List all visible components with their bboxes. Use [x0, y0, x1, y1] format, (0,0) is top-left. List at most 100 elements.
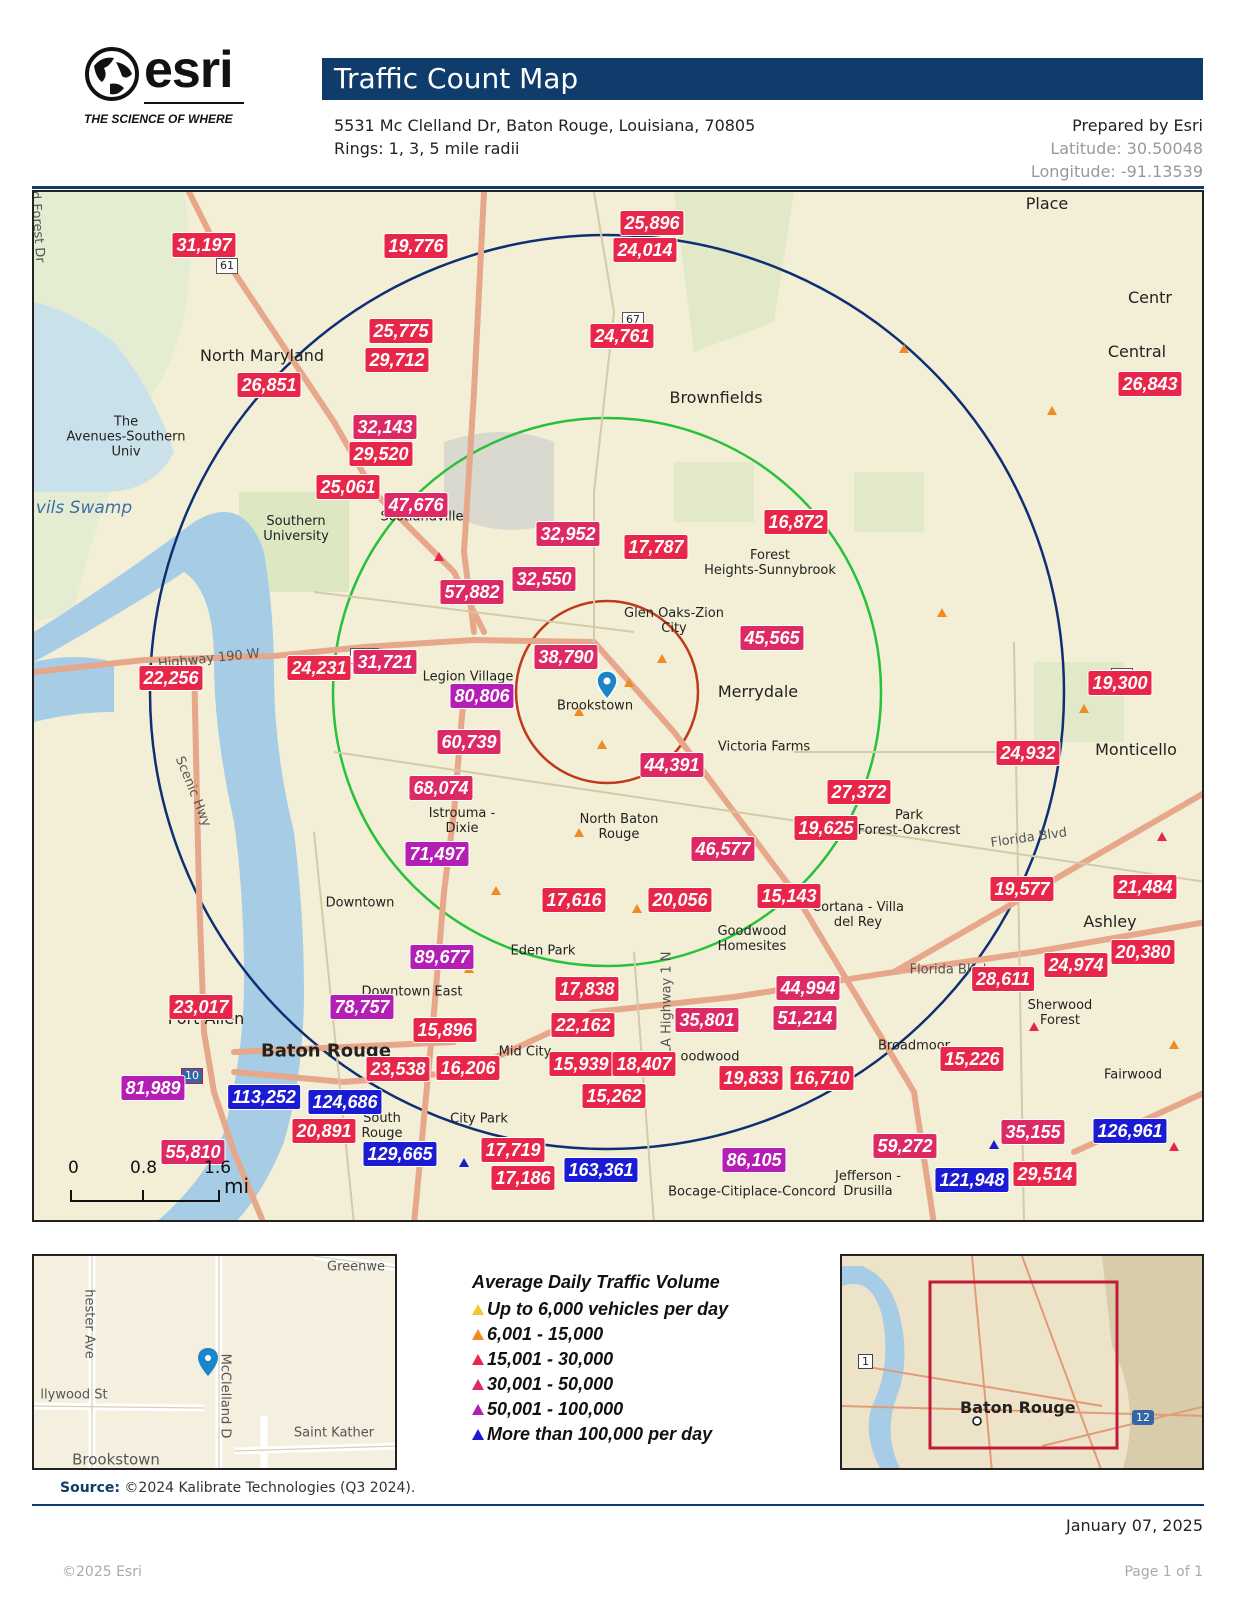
traffic-count-label[interactable]: 20,056 [648, 888, 712, 912]
traffic-count-label[interactable]: 15,896 [413, 1018, 477, 1042]
place-broadmoor: Broadmoor [877, 1038, 951, 1054]
traffic-count-label[interactable]: 19,833 [719, 1066, 783, 1090]
traffic-count-label[interactable]: 25,061 [316, 475, 380, 499]
scale-end: 1.6 [204, 1158, 232, 1178]
legend-item: 6,001 - 15,000 [472, 1322, 728, 1347]
traffic-count-label[interactable]: 24,974 [1044, 953, 1108, 977]
traffic-count-label[interactable]: 89,677 [410, 945, 474, 969]
traffic-count-label[interactable]: 22,256 [139, 666, 203, 690]
traffic-count-label[interactable]: 24,761 [590, 324, 654, 348]
traffic-count-label[interactable]: 60,739 [437, 730, 501, 754]
traffic-count-label[interactable]: 38,790 [534, 645, 598, 669]
traffic-count-label[interactable]: 35,801 [675, 1008, 739, 1032]
street-mcclelland: McClelland D [217, 1353, 233, 1439]
shield-61: 61 [216, 258, 238, 274]
traffic-count-label[interactable]: 29,514 [1013, 1162, 1077, 1186]
traffic-count-label[interactable]: 35,155 [1001, 1120, 1065, 1144]
place-brownfields: Brownfields [669, 387, 763, 407]
traffic-count-label[interactable]: 57,882 [440, 580, 504, 604]
traffic-count-label[interactable]: 15,262 [582, 1084, 646, 1108]
traffic-count-label[interactable]: 17,186 [491, 1166, 555, 1190]
traffic-count-label[interactable]: 45,565 [740, 626, 804, 650]
traffic-count-label[interactable]: 16,872 [764, 510, 828, 534]
map-base [34, 192, 1202, 1220]
traffic-count-label[interactable]: 86,105 [722, 1148, 786, 1172]
place-monticello: Monticello [1095, 739, 1177, 759]
traffic-count-label[interactable]: 31,721 [353, 650, 417, 674]
traffic-count-label[interactable]: 20,380 [1111, 940, 1175, 964]
place-cortana: Cortana - Villa del Rey [811, 900, 905, 930]
traffic-count-label[interactable]: 19,625 [794, 816, 858, 840]
traffic-count-label[interactable]: 163,361 [564, 1158, 638, 1182]
traffic-count-label[interactable]: 44,391 [640, 753, 704, 777]
shield-67: 67 [622, 312, 644, 328]
place-goodwood: Goodwood Homesites [717, 924, 787, 954]
traffic-count-label[interactable]: 55,810 [161, 1140, 225, 1164]
overview-inset-map[interactable]: Baton Rouge 1 12 [840, 1254, 1204, 1470]
traffic-count-label[interactable]: 17,838 [555, 977, 619, 1001]
traffic-count-label[interactable]: 23,538 [366, 1057, 430, 1081]
traffic-count-label[interactable]: 113,252 [228, 1085, 300, 1109]
traffic-count-label[interactable]: 22,162 [551, 1013, 615, 1037]
traffic-count-label[interactable]: 46,577 [691, 837, 755, 861]
traffic-count-label[interactable]: 25,775 [369, 319, 433, 343]
road-la-highway-1: LA Highway 1 N [659, 951, 675, 1055]
traffic-count-label[interactable]: 59,272 [873, 1134, 937, 1158]
traffic-count-label[interactable]: 32,952 [536, 522, 600, 546]
traffic-count-label[interactable]: 31,197 [172, 233, 236, 257]
traffic-count-label[interactable]: 18,407 [612, 1052, 676, 1076]
source-note: Source: ©2024 Kalibrate Technologies (Q3… [60, 1480, 415, 1496]
legend-title: Average Daily Traffic Volume [472, 1272, 720, 1292]
traffic-count-label[interactable]: 19,776 [384, 234, 448, 258]
traffic-count-label[interactable]: 29,520 [349, 442, 413, 466]
brand-underline [144, 102, 244, 104]
esri-logo: esri THE SCIENCE OF WHERE [84, 41, 254, 136]
traffic-count-label[interactable]: 16,206 [436, 1056, 500, 1080]
traffic-count-label[interactable]: 124,686 [308, 1090, 382, 1114]
traffic-count-label[interactable]: 71,497 [405, 842, 469, 866]
traffic-count-label[interactable]: 29,712 [365, 348, 429, 372]
brand-tagline: THE SCIENCE OF WHERE [84, 112, 233, 126]
traffic-count-label[interactable]: 126,961 [1093, 1119, 1167, 1143]
traffic-count-label[interactable]: 44,994 [776, 976, 840, 1000]
traffic-count-label[interactable]: 51,214 [773, 1006, 837, 1030]
street-hollywood: llywood St [40, 1387, 108, 1403]
triangle-marker-icon [472, 1354, 484, 1365]
traffic-count-label[interactable]: 15,226 [940, 1047, 1004, 1071]
location-pin-icon[interactable] [595, 670, 619, 700]
traffic-count-label[interactable]: 20,891 [292, 1119, 356, 1143]
traffic-count-label[interactable]: 26,843 [1118, 372, 1182, 396]
traffic-count-label[interactable]: 15,939 [549, 1052, 613, 1076]
traffic-count-label[interactable]: 17,719 [481, 1138, 545, 1162]
traffic-count-label[interactable]: 21,484 [1113, 875, 1177, 899]
globe-icon [85, 47, 139, 101]
traffic-count-label[interactable]: 17,616 [542, 888, 606, 912]
traffic-count-label[interactable]: 121,948 [935, 1168, 1009, 1192]
traffic-count-label[interactable]: 32,143 [353, 415, 417, 439]
traffic-count-label[interactable]: 80,806 [450, 684, 514, 708]
traffic-count-label[interactable]: 17,787 [624, 535, 688, 559]
traffic-count-label[interactable]: 129,665 [363, 1142, 437, 1166]
traffic-count-label[interactable]: 78,757 [330, 995, 394, 1019]
traffic-count-label[interactable]: 47,676 [384, 493, 448, 517]
traffic-count-label[interactable]: 24,932 [996, 741, 1060, 765]
place-downtown: Downtown [325, 895, 395, 911]
traffic-count-label[interactable]: 16,710 [790, 1066, 854, 1090]
traffic-count-label[interactable]: 15,143 [757, 884, 821, 908]
traffic-count-label[interactable]: 19,577 [990, 877, 1054, 901]
traffic-count-label[interactable]: 25,896 [620, 211, 684, 235]
traffic-count-label[interactable]: 81,989 [121, 1076, 185, 1100]
traffic-count-label[interactable]: 27,372 [827, 780, 891, 804]
traffic-count-label[interactable]: 24,014 [613, 238, 677, 262]
traffic-count-label[interactable]: 28,611 [972, 967, 1034, 991]
traffic-count-label[interactable]: 23,017 [169, 995, 233, 1019]
traffic-count-label[interactable]: 24,231 [287, 656, 351, 680]
traffic-count-label[interactable]: 26,851 [237, 373, 301, 397]
traffic-count-label[interactable]: 68,074 [409, 776, 473, 800]
legend-item-label: 50,001 - 100,000 [487, 1399, 624, 1419]
traffic-count-label[interactable]: 32,550 [512, 567, 576, 591]
traffic-count-label[interactable]: 19,300 [1088, 671, 1152, 695]
legend-item: 50,001 - 100,000 [472, 1397, 728, 1422]
